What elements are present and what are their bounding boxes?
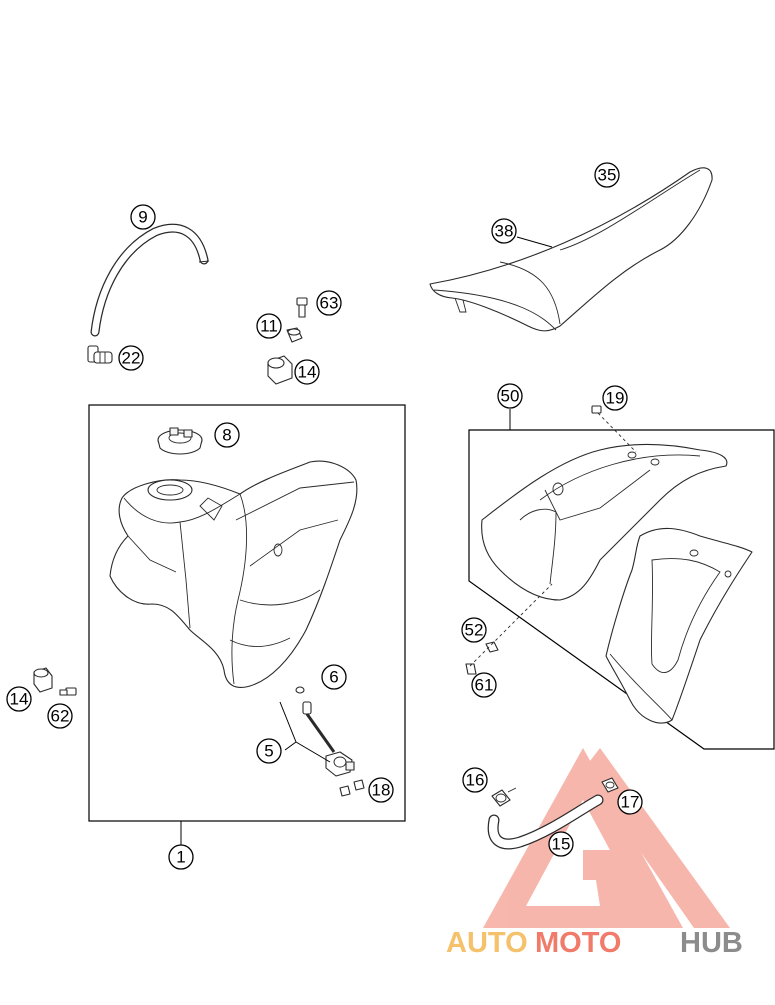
callout-14: 14 [294, 359, 320, 385]
fuel-tank [109, 460, 358, 688]
svg-text:52: 52 [465, 621, 484, 640]
callout-15: 15 [548, 831, 574, 857]
svg-text:61: 61 [475, 676, 494, 695]
hose-clamp-17 [601, 777, 619, 793]
callout-8: 8 [214, 422, 240, 448]
svg-text:62: 62 [51, 707, 70, 726]
seat [429, 167, 713, 332]
callout-11: 11 [256, 313, 282, 339]
svg-text:MOTO: MOTO [535, 927, 621, 959]
callout-22: 22 [118, 345, 144, 371]
hose-clamp-16 [491, 787, 517, 807]
callout-50: 50 [497, 383, 523, 409]
rubber-bushing-14b [33, 667, 53, 693]
watermark-text: AUTO MOTO HUB [446, 927, 743, 959]
leader-5 [284, 741, 297, 751]
svg-text:15: 15 [552, 835, 571, 854]
callout-6: 6 [321, 664, 347, 690]
svg-text:9: 9 [138, 208, 147, 227]
hose-fitting [87, 345, 113, 364]
side-cover-right [605, 527, 753, 724]
o-ring-6 [295, 686, 305, 694]
spacer-11 [286, 327, 303, 343]
callout-16: 16 [462, 767, 488, 793]
svg-text:8: 8 [222, 426, 231, 445]
screws-18 [339, 779, 365, 797]
svg-text:19: 19 [606, 389, 625, 408]
callout-18: 18 [368, 777, 394, 803]
callout-35: 35 [594, 162, 620, 188]
svg-text:14: 14 [298, 363, 317, 382]
group-box-side-covers [468, 429, 775, 750]
breather-hose [90, 223, 210, 337]
callout-19: 19 [602, 385, 628, 411]
rubber-bushing-14 [267, 355, 293, 385]
leader-5b [279, 701, 297, 743]
washer-52 [485, 641, 499, 653]
leader-38 [516, 236, 553, 248]
svg-text:50: 50 [501, 387, 520, 406]
screw-19 [591, 405, 637, 453]
svg-text:63: 63 [320, 294, 339, 313]
side-cover-left [481, 444, 728, 601]
group-box-fuel-tank [88, 404, 406, 822]
svg-text:16: 16 [466, 771, 485, 790]
callout-62: 62 [47, 703, 73, 729]
callout-38: 38 [491, 218, 517, 244]
fuel-tap-5 [302, 701, 355, 777]
callout-61: 61 [471, 672, 497, 698]
leader-5c [295, 741, 331, 763]
screw-61 [465, 583, 553, 675]
svg-text:35: 35 [598, 166, 617, 185]
svg-text:17: 17 [621, 793, 640, 812]
screw-62 [59, 687, 77, 696]
svg-text:6: 6 [329, 668, 338, 687]
svg-text:11: 11 [260, 317, 278, 336]
svg-text:22: 22 [122, 349, 141, 368]
svg-text:5: 5 [264, 742, 273, 761]
callout-14-left: 14 [6, 686, 32, 712]
callout-5: 5 [256, 738, 282, 764]
fuel-cap [157, 427, 203, 455]
fuel-hose-15 [487, 794, 604, 850]
svg-text:1: 1 [176, 848, 185, 867]
watermark-logo-triangle [483, 748, 730, 928]
svg-text:18: 18 [372, 781, 391, 800]
svg-text:38: 38 [495, 222, 514, 241]
callout-63: 63 [316, 290, 342, 316]
callout-52: 52 [461, 617, 487, 643]
svg-text:AUTO: AUTO [446, 927, 528, 959]
svg-text:14: 14 [10, 690, 29, 709]
screw-63 [296, 297, 308, 318]
callout-9: 9 [130, 204, 156, 230]
callout-1: 1 [168, 844, 194, 870]
callout-17: 17 [617, 789, 643, 815]
svg-text:HUB: HUB [680, 927, 743, 959]
